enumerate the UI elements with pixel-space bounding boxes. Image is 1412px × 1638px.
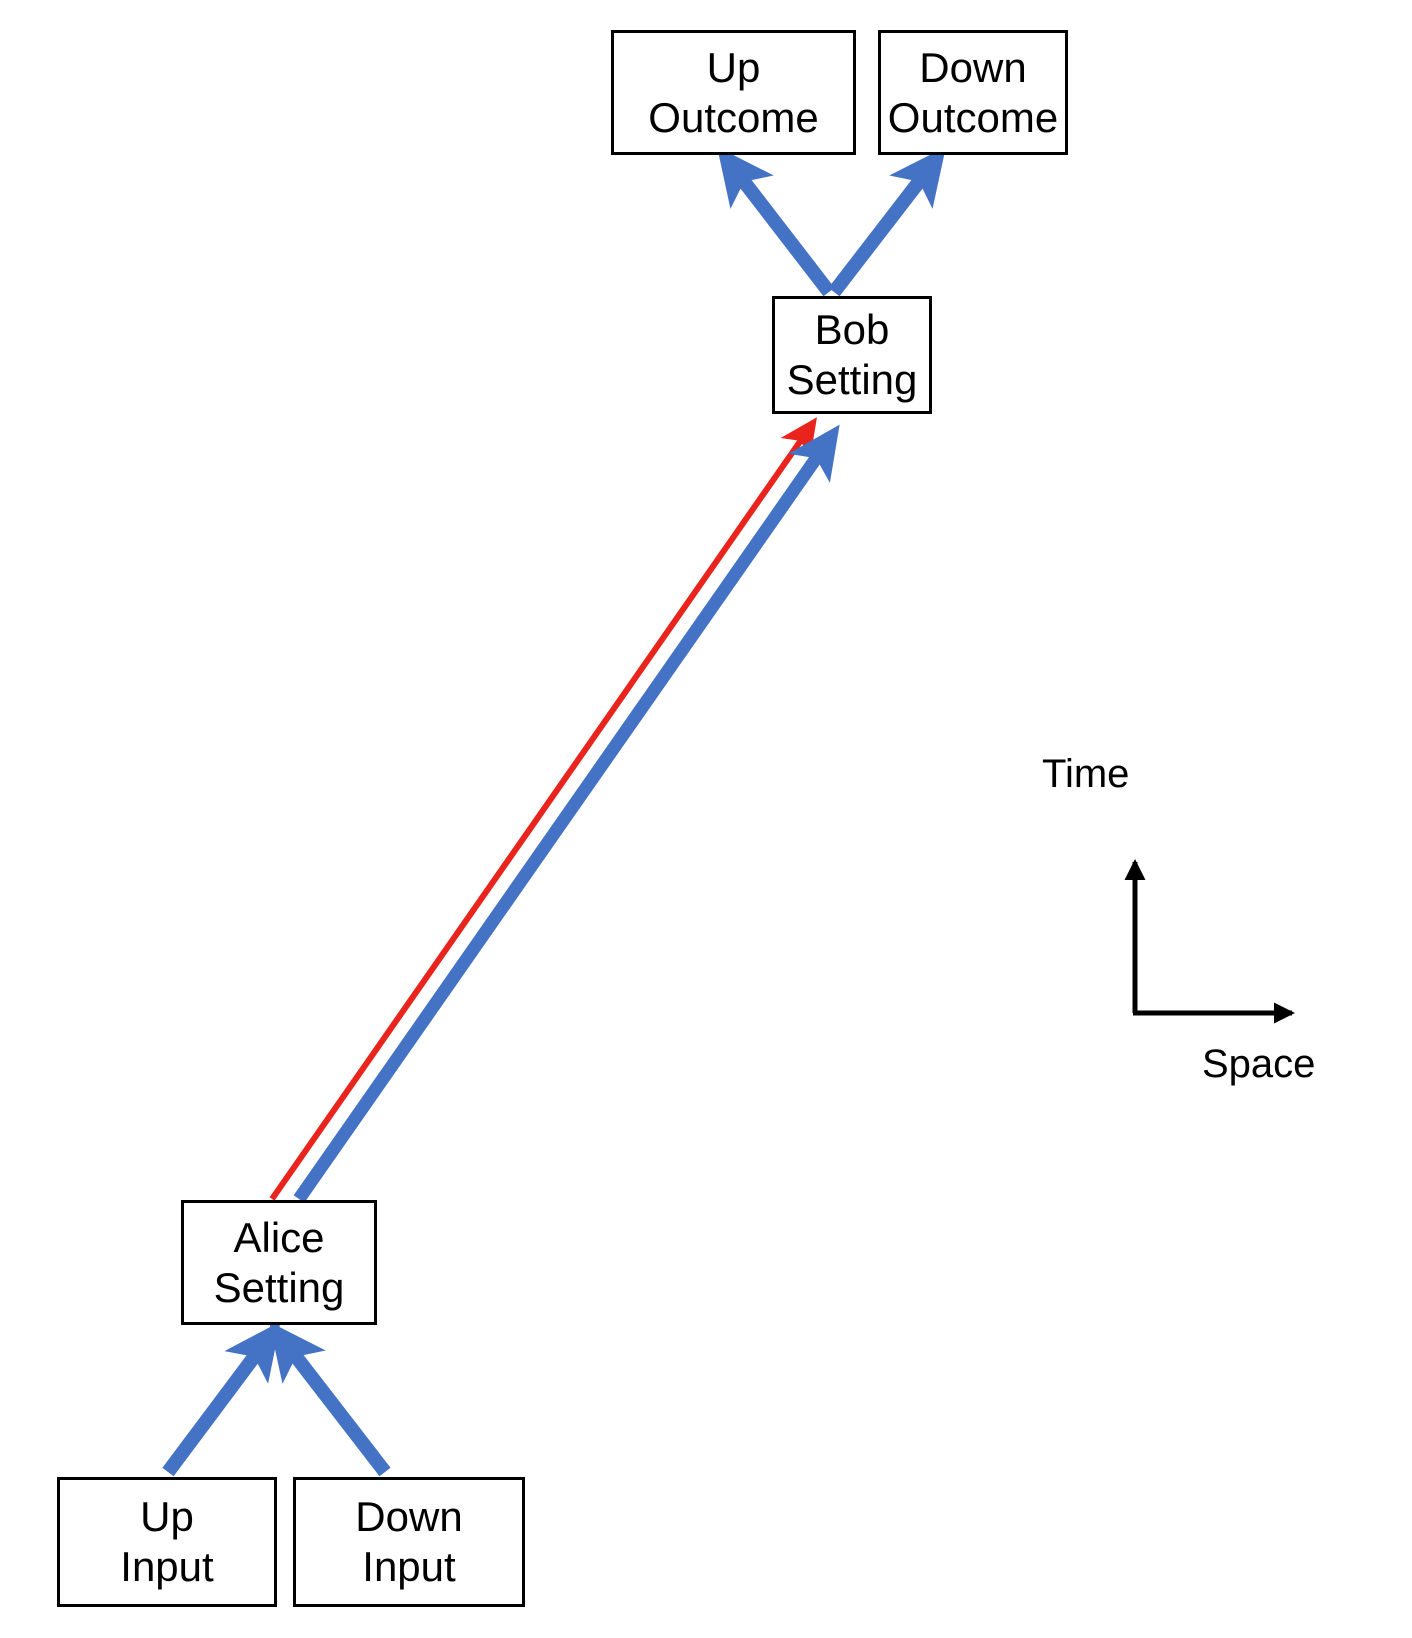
node-up-input-line1: Up	[140, 1493, 194, 1541]
node-down-outcome-line2: Outcome	[887, 93, 1059, 141]
node-alice-setting-line1: Alice	[233, 1213, 325, 1261]
edge-bob-to-up-outcome	[717, 146, 835, 297]
time-axis-label: Time	[1042, 752, 1130, 796]
edge-alice-to-bob-blue	[293, 424, 840, 1203]
space-axis-label: Space	[1202, 1042, 1316, 1086]
node-down-input-line2: Input	[362, 1543, 456, 1590]
edge-down-input-to-alice	[269, 1321, 391, 1477]
node-up-input[interactable]: Up Input	[57, 1477, 277, 1607]
node-bob-setting[interactable]: Bob Setting	[772, 296, 932, 414]
node-down-outcome[interactable]: Down Outcome	[878, 30, 1068, 155]
edge-bob-to-down-outcome	[828, 146, 946, 297]
node-alice-setting-line2: Setting	[213, 1263, 345, 1311]
node-bob-setting-line1: Bob	[814, 306, 890, 354]
node-up-outcome-line1: Up	[706, 43, 761, 91]
node-bob-setting-line2: Setting	[786, 356, 918, 403]
node-down-input[interactable]: Down Input	[293, 1477, 525, 1607]
edge-alice-to-bob-red	[269, 417, 817, 1201]
node-up-outcome-line2: Outcome	[648, 93, 819, 141]
node-down-input-line1: Down	[355, 1493, 463, 1541]
node-up-outcome[interactable]: Up Outcome	[611, 30, 856, 155]
edge-up-input-to-alice	[162, 1321, 281, 1477]
node-down-outcome-line1: Down	[919, 43, 1027, 91]
node-up-input-line2: Input	[120, 1543, 214, 1590]
node-alice-setting[interactable]: Alice Setting	[181, 1200, 377, 1325]
